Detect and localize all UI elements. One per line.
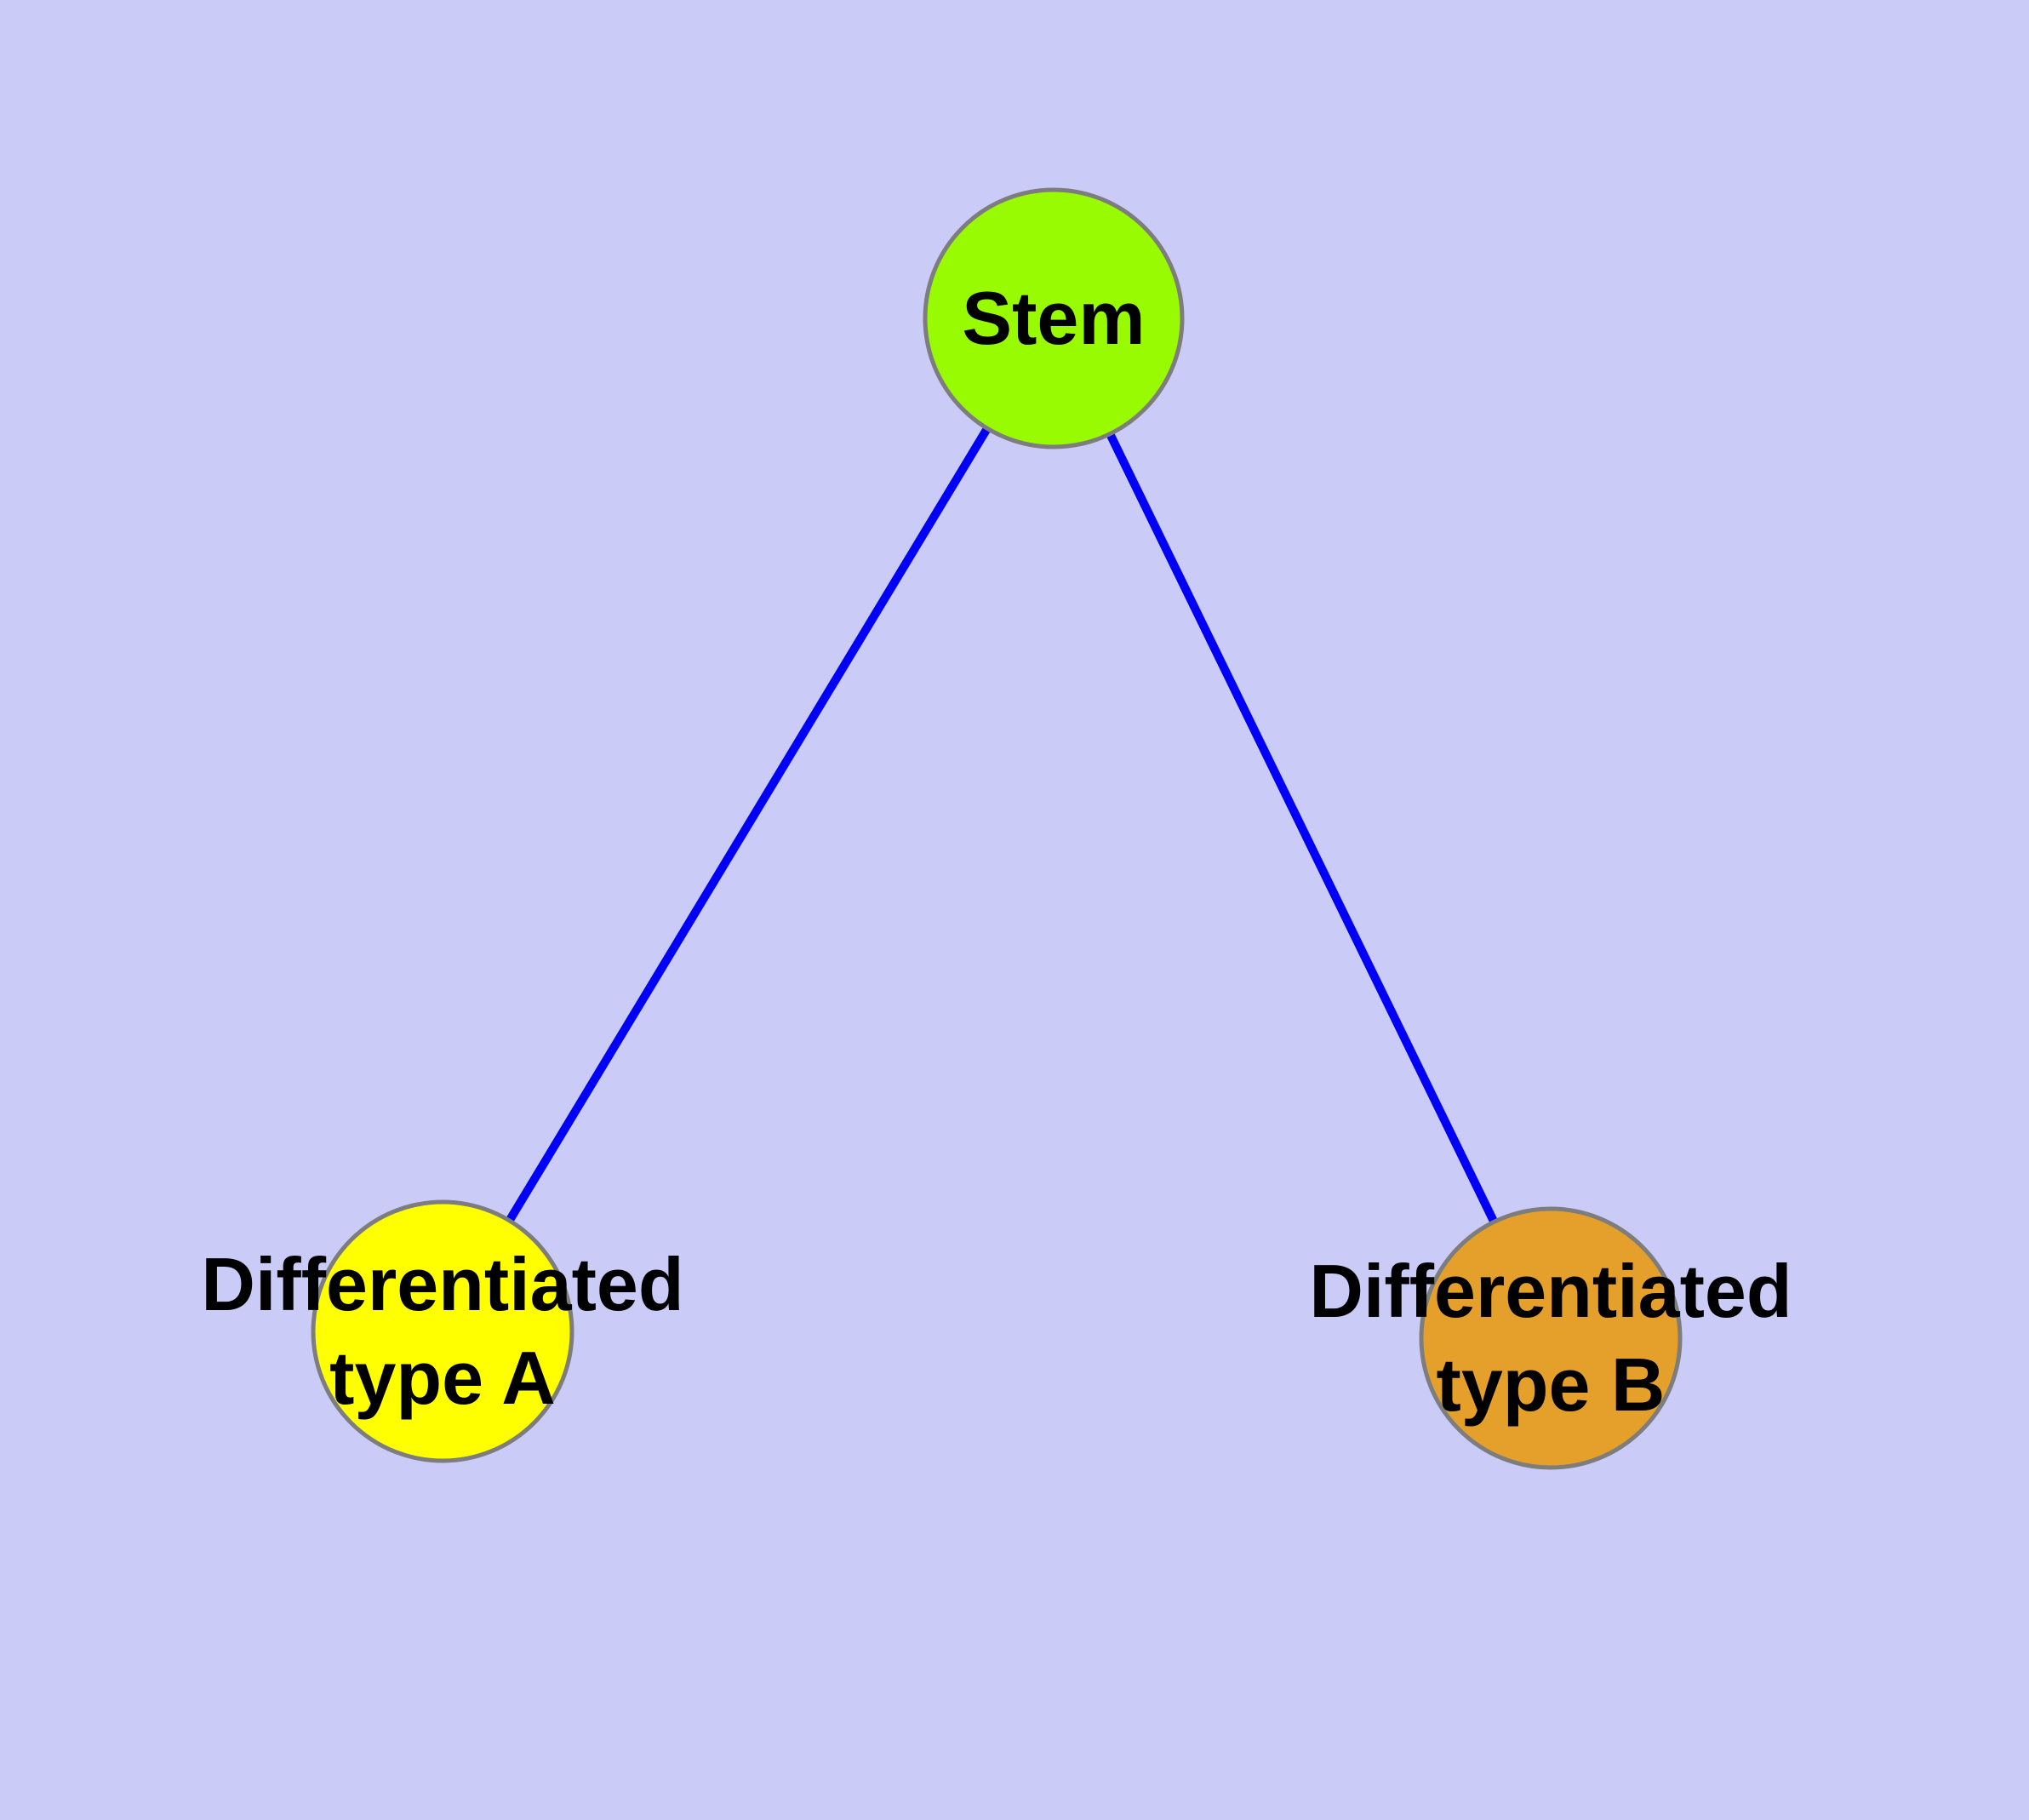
edge-stem-to-type-b — [1049, 316, 1555, 1341]
node-type-b-label-line-2: type B — [1436, 1342, 1666, 1427]
edge-stem-to-type-a — [438, 316, 1058, 1334]
node-stem-circle — [923, 187, 1185, 449]
node-type-a-label-line-1: Differentiated — [201, 1242, 684, 1326]
node-differentiated-type-a-circle — [311, 1199, 574, 1463]
node-differentiated-type-b-label: Differentiated type B — [1309, 1245, 1792, 1432]
node-type-a-label-line-2: type A — [329, 1336, 556, 1420]
node-stem-label: Stem — [962, 272, 1145, 365]
node-differentiated-type-a-label: Differentiated type A — [201, 1238, 683, 1425]
node-differentiated-type-b-circle — [1419, 1206, 1683, 1470]
node-type-b-label-line-1: Differentiated — [1309, 1249, 1792, 1333]
node-stem-label-text: Stem — [962, 276, 1146, 360]
